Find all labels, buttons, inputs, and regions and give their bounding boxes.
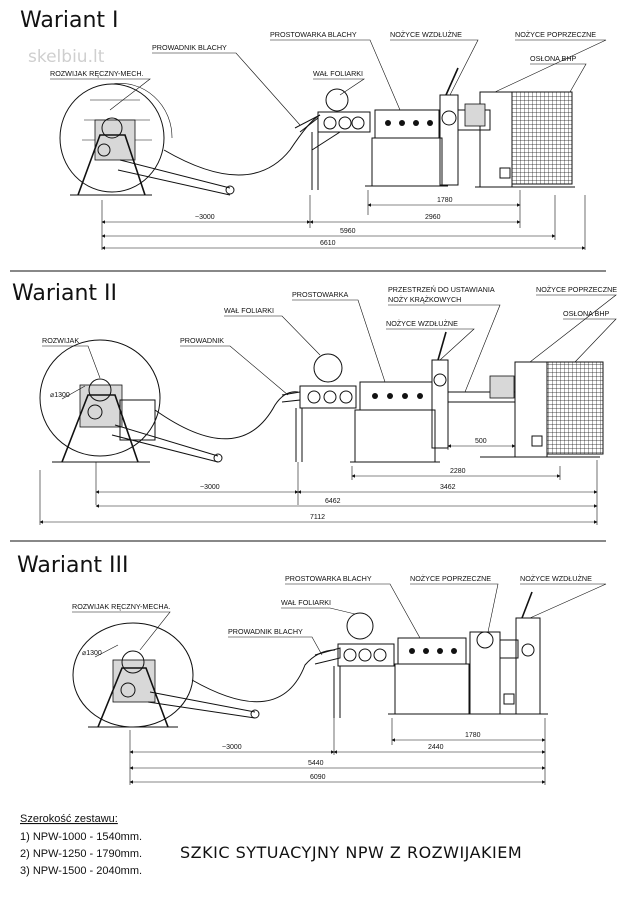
svg-text:2960: 2960 [425, 214, 441, 221]
v1-decoiler [59, 83, 231, 196]
svg-text:5960: 5960 [340, 228, 356, 235]
svg-text:7112: 7112 [310, 514, 325, 521]
width-item-2: 2) NPW-1250 - 1790mm. [20, 848, 142, 860]
v3-straightener [388, 637, 475, 715]
widths-title: Szerokość zestawu: [20, 813, 118, 825]
v3-label-decoiler: ROZWIJAK RĘCZNY-MECHA. [72, 602, 170, 611]
svg-text:~3000: ~3000 [195, 214, 215, 221]
v3-cross-shears [469, 631, 501, 715]
v1-label-cross-shears: NOŻYCE POPRZECZNE [515, 30, 596, 39]
v2-label-cross-shears: NOŻYCE POPRZECZNE [536, 285, 617, 294]
v2-label-straightener: PROSTOWARKA [292, 290, 349, 299]
svg-text:2440: 2440 [428, 744, 444, 751]
v2-label-foil: WAŁ FOLIARKI [224, 306, 274, 315]
v2-label-long-shears: NOŻYCE WZDŁUŻNE [386, 319, 458, 328]
v2-dimensions: 500 2280 ~3000 3462 6462 7112 [39, 430, 598, 525]
v1-label-decoiler: ROZWIJAK RĘCZNY-MECH. [50, 69, 144, 78]
svg-text:6610: 6610 [320, 240, 336, 247]
v1-long-shears [439, 67, 491, 186]
variant-2: Wariant II [12, 281, 617, 525]
v2-diameter: ⌀1300 [50, 392, 70, 399]
v2-guard-mesh [546, 361, 604, 455]
variant-1-title: Wariant I [20, 8, 119, 33]
drawing-main-title: SZKIC SYTUACYJNY NPW Z ROZWIJAKIEM [180, 843, 522, 862]
width-item-3: 3) NPW-1500 - 2040mm. [20, 865, 142, 877]
v1-cross-shears [464, 91, 575, 188]
watermark: skelbiu.lt [28, 47, 105, 67]
svg-text:5440: 5440 [308, 760, 324, 767]
v2-label-guide: PROWADNIK [180, 336, 224, 345]
svg-text:1780: 1780 [465, 732, 481, 739]
v2-strip-loop [154, 391, 299, 440]
width-item-1: 1) NPW-1000 - 1540mm. [20, 831, 142, 843]
v3-diameter: ⌀1300 [82, 650, 102, 657]
v3-label-cross-shears: NOŻYCE POPRZECZNE [410, 574, 491, 583]
variant-3: Wariant III [17, 553, 607, 785]
v2-decoiler [39, 339, 219, 463]
variant-2-title: Wariant II [12, 281, 117, 306]
v1-strip-loop [163, 114, 321, 176]
svg-text:2280: 2280 [450, 468, 466, 475]
v1-label-foil: WAŁ FOLIARKI [313, 69, 363, 78]
v3-decoiler [72, 622, 256, 728]
v2-label-space-2: NOŻY KRĄŻKOWYCH [388, 295, 461, 304]
v3-label-long-shears: NOŻYCE WZDŁUŻNE [520, 574, 592, 583]
v1-label-guard: OSŁONA BHP [530, 54, 577, 63]
svg-text:~3000: ~3000 [200, 484, 220, 491]
svg-text:~3000: ~3000 [222, 744, 242, 751]
footer: Szerokość zestawu: 1) NPW-1000 - 1540mm.… [20, 813, 522, 877]
svg-text:6462: 6462 [325, 498, 341, 505]
v2-label-decoiler: ROZWIJAK [42, 336, 79, 345]
v2-guide-foil [281, 353, 357, 462]
v1-dimensions: 1780 ~3000 2960 5960 6610 [101, 190, 586, 250]
v2-label-space-1: PRZESTRZEŃ DO USTAWIANIA [388, 285, 495, 294]
svg-text:500: 500 [475, 438, 487, 445]
svg-text:3462: 3462 [440, 484, 456, 491]
v3-label-foil: WAŁ FOLIARKI [281, 598, 331, 607]
variant-1: Wariant I [20, 8, 607, 250]
variant-3-title: Wariant III [17, 553, 129, 578]
v1-label-straightener: PROSTOWARKA BLACHY [270, 30, 357, 39]
v3-label-guide: PROWADNIK BLACHY [228, 627, 303, 636]
v1-straightener [365, 109, 448, 187]
v3-long-shears [490, 591, 548, 715]
v2-straightener [350, 381, 440, 463]
v3-guide-foil [314, 612, 395, 718]
v3-strip-loop [191, 649, 336, 703]
v3-dimensions: 1780 ~3000 2440 5440 6090 [129, 718, 546, 785]
v3-label-straightener: PROSTOWARKA BLACHY [285, 574, 372, 583]
v1-guard-mesh [511, 91, 573, 185]
v1-label-long-shears: NOŻYCE WZDŁUŻNE [390, 30, 462, 39]
v1-guide-foil [294, 88, 371, 190]
svg-text:6090: 6090 [310, 774, 326, 781]
v1-label-guide: PROWADNIK BLACHY [152, 43, 227, 52]
svg-text:1780: 1780 [437, 197, 453, 204]
v2-cross-shears [480, 361, 600, 458]
v2-label-guard: OSŁONA BHP [563, 309, 610, 318]
